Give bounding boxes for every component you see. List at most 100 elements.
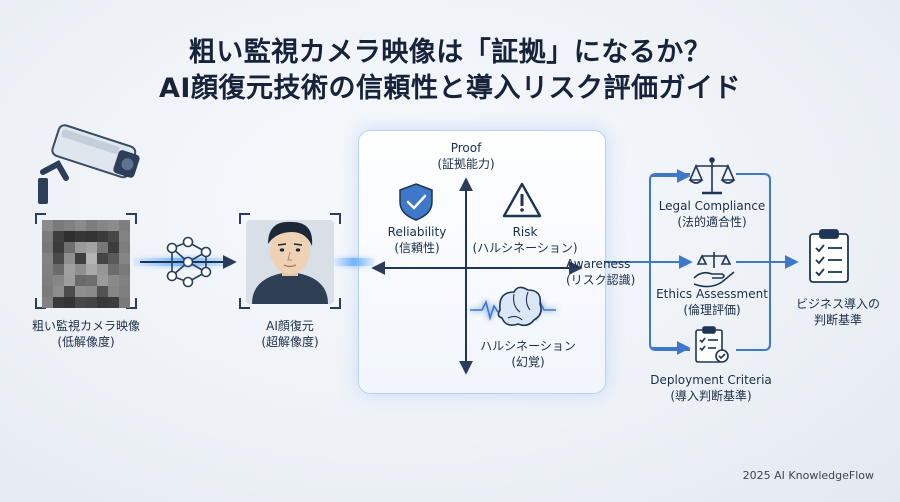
pixel-block <box>42 220 53 231</box>
deploy-label-text: Deployment Criteria <box>650 373 772 387</box>
pixel-block <box>42 231 53 242</box>
ai-label-sub: (超解像度) <box>261 335 319 349</box>
pixel-block <box>86 275 97 286</box>
ethics-label-sub: (倫理評価) <box>683 303 741 317</box>
scales-icon <box>688 157 736 195</box>
pixel-block <box>119 231 130 242</box>
hallucination-label-sub: (幻覚) <box>511 355 545 369</box>
risk-label: Risk (ハルシネーション) <box>470 224 580 256</box>
pixel-block <box>75 286 86 297</box>
pixel-block <box>97 297 108 308</box>
proof-label-sub: (証拠能力) <box>437 157 495 171</box>
pixel-block <box>119 275 130 286</box>
pixel-block <box>42 286 53 297</box>
pixel-block <box>108 253 119 264</box>
neural-network-icon <box>166 236 212 288</box>
pixel-block <box>64 220 75 231</box>
camera-label-text: 粗い監視カメラ映像 <box>31 319 140 333</box>
pixel-block <box>108 220 119 231</box>
reliability-label: Reliability (信頼性) <box>372 224 462 256</box>
pixel-block <box>86 286 97 297</box>
page-title-line1: 粗い監視カメラ映像は「証拠」になるか？ <box>188 37 712 68</box>
pixel-block <box>119 220 130 231</box>
pixel-block <box>86 242 97 253</box>
legal-label-text: Legal Compliance <box>658 199 766 213</box>
pixel-block <box>42 242 53 253</box>
warning-triangle-icon <box>502 182 542 218</box>
awareness-label-text: Awareness <box>566 257 631 271</box>
footer-watermark: 2025 AI KnowledgeFlow <box>742 469 874 482</box>
pixel-block <box>75 242 86 253</box>
checklist-icon <box>809 229 849 283</box>
pixel-block <box>108 286 119 297</box>
pixel-block <box>97 242 108 253</box>
pixel-block <box>97 231 108 242</box>
pixel-block <box>64 286 75 297</box>
legal-compliance-label: Legal Compliance (法的適合性) <box>650 198 774 230</box>
pixel-block <box>119 297 130 308</box>
pixel-block <box>75 253 86 264</box>
pixel-block <box>108 297 119 308</box>
restored-face-frame <box>239 213 341 309</box>
pixel-block <box>53 253 64 264</box>
pixel-block <box>53 297 64 308</box>
pixel-block <box>42 253 53 264</box>
criteria-connector <box>604 173 799 351</box>
decision-label-text: ビジネス導入の <box>795 297 880 311</box>
clipboard-checklist-icon <box>695 326 729 363</box>
pixel-block <box>53 220 64 231</box>
pixel-block <box>86 253 97 264</box>
pixel-block <box>108 242 119 253</box>
pixel-block <box>53 231 64 242</box>
hand-scales-icon <box>693 252 735 288</box>
risk-label-text: Risk <box>512 225 538 239</box>
restored-face <box>246 220 334 304</box>
ai-restoration-label: AI顔復元 (超解像度) <box>230 318 350 350</box>
pixel-block <box>75 231 86 242</box>
reliability-label-text: Reliability <box>387 225 447 239</box>
business-decision-label: ビジネス導入の 判断基準 <box>786 296 890 328</box>
pixel-block <box>108 275 119 286</box>
deployment-criteria-label: Deployment Criteria (導入判断基準) <box>636 372 786 404</box>
pixel-block <box>86 220 97 231</box>
cctv-camera-icon <box>38 124 140 204</box>
risk-label-sub: (ハルシネーション) <box>472 241 578 255</box>
pixel-block <box>75 220 86 231</box>
reliability-label-sub: (信頼性) <box>394 241 440 255</box>
ai-label-text: AI顔復元 <box>266 319 314 333</box>
pixel-block <box>86 231 97 242</box>
pixel-block <box>64 297 75 308</box>
pixel-block <box>119 264 130 275</box>
awareness-label: Awareness (リスク認識) <box>566 256 650 288</box>
pixel-block <box>119 242 130 253</box>
pixel-block <box>86 297 97 308</box>
pixel-block <box>53 286 64 297</box>
pixel-block <box>108 231 119 242</box>
pixel-block <box>64 264 75 275</box>
pixel-block <box>64 231 75 242</box>
pixel-block <box>75 275 86 286</box>
camera-label: 粗い監視カメラ映像 (低解像度) <box>10 318 162 350</box>
pixel-block <box>75 297 86 308</box>
pixel-block <box>53 275 64 286</box>
pixel-block <box>42 275 53 286</box>
hallucination-label: ハルシネーション (幻覚) <box>468 338 588 370</box>
pixel-block <box>97 253 108 264</box>
pixel-block <box>86 264 97 275</box>
glow-beam-2 <box>334 258 374 266</box>
pixel-block <box>42 264 53 275</box>
brain-icon <box>470 286 556 327</box>
deploy-label-sub: (導入判断基準) <box>670 389 752 403</box>
proof-label: Proof (証拠能力) <box>416 140 516 172</box>
pixelated-face <box>42 220 130 308</box>
pixel-block <box>64 242 75 253</box>
awareness-label-sub: (リスク認識) <box>566 273 636 287</box>
camera-label-sub: (低解像度) <box>57 335 115 349</box>
pixel-block <box>97 220 108 231</box>
legal-label-sub: (法的適合性) <box>677 215 747 229</box>
shield-check-icon <box>399 183 433 221</box>
pixel-block <box>119 253 130 264</box>
pixel-block <box>53 242 64 253</box>
pixel-block <box>97 264 108 275</box>
